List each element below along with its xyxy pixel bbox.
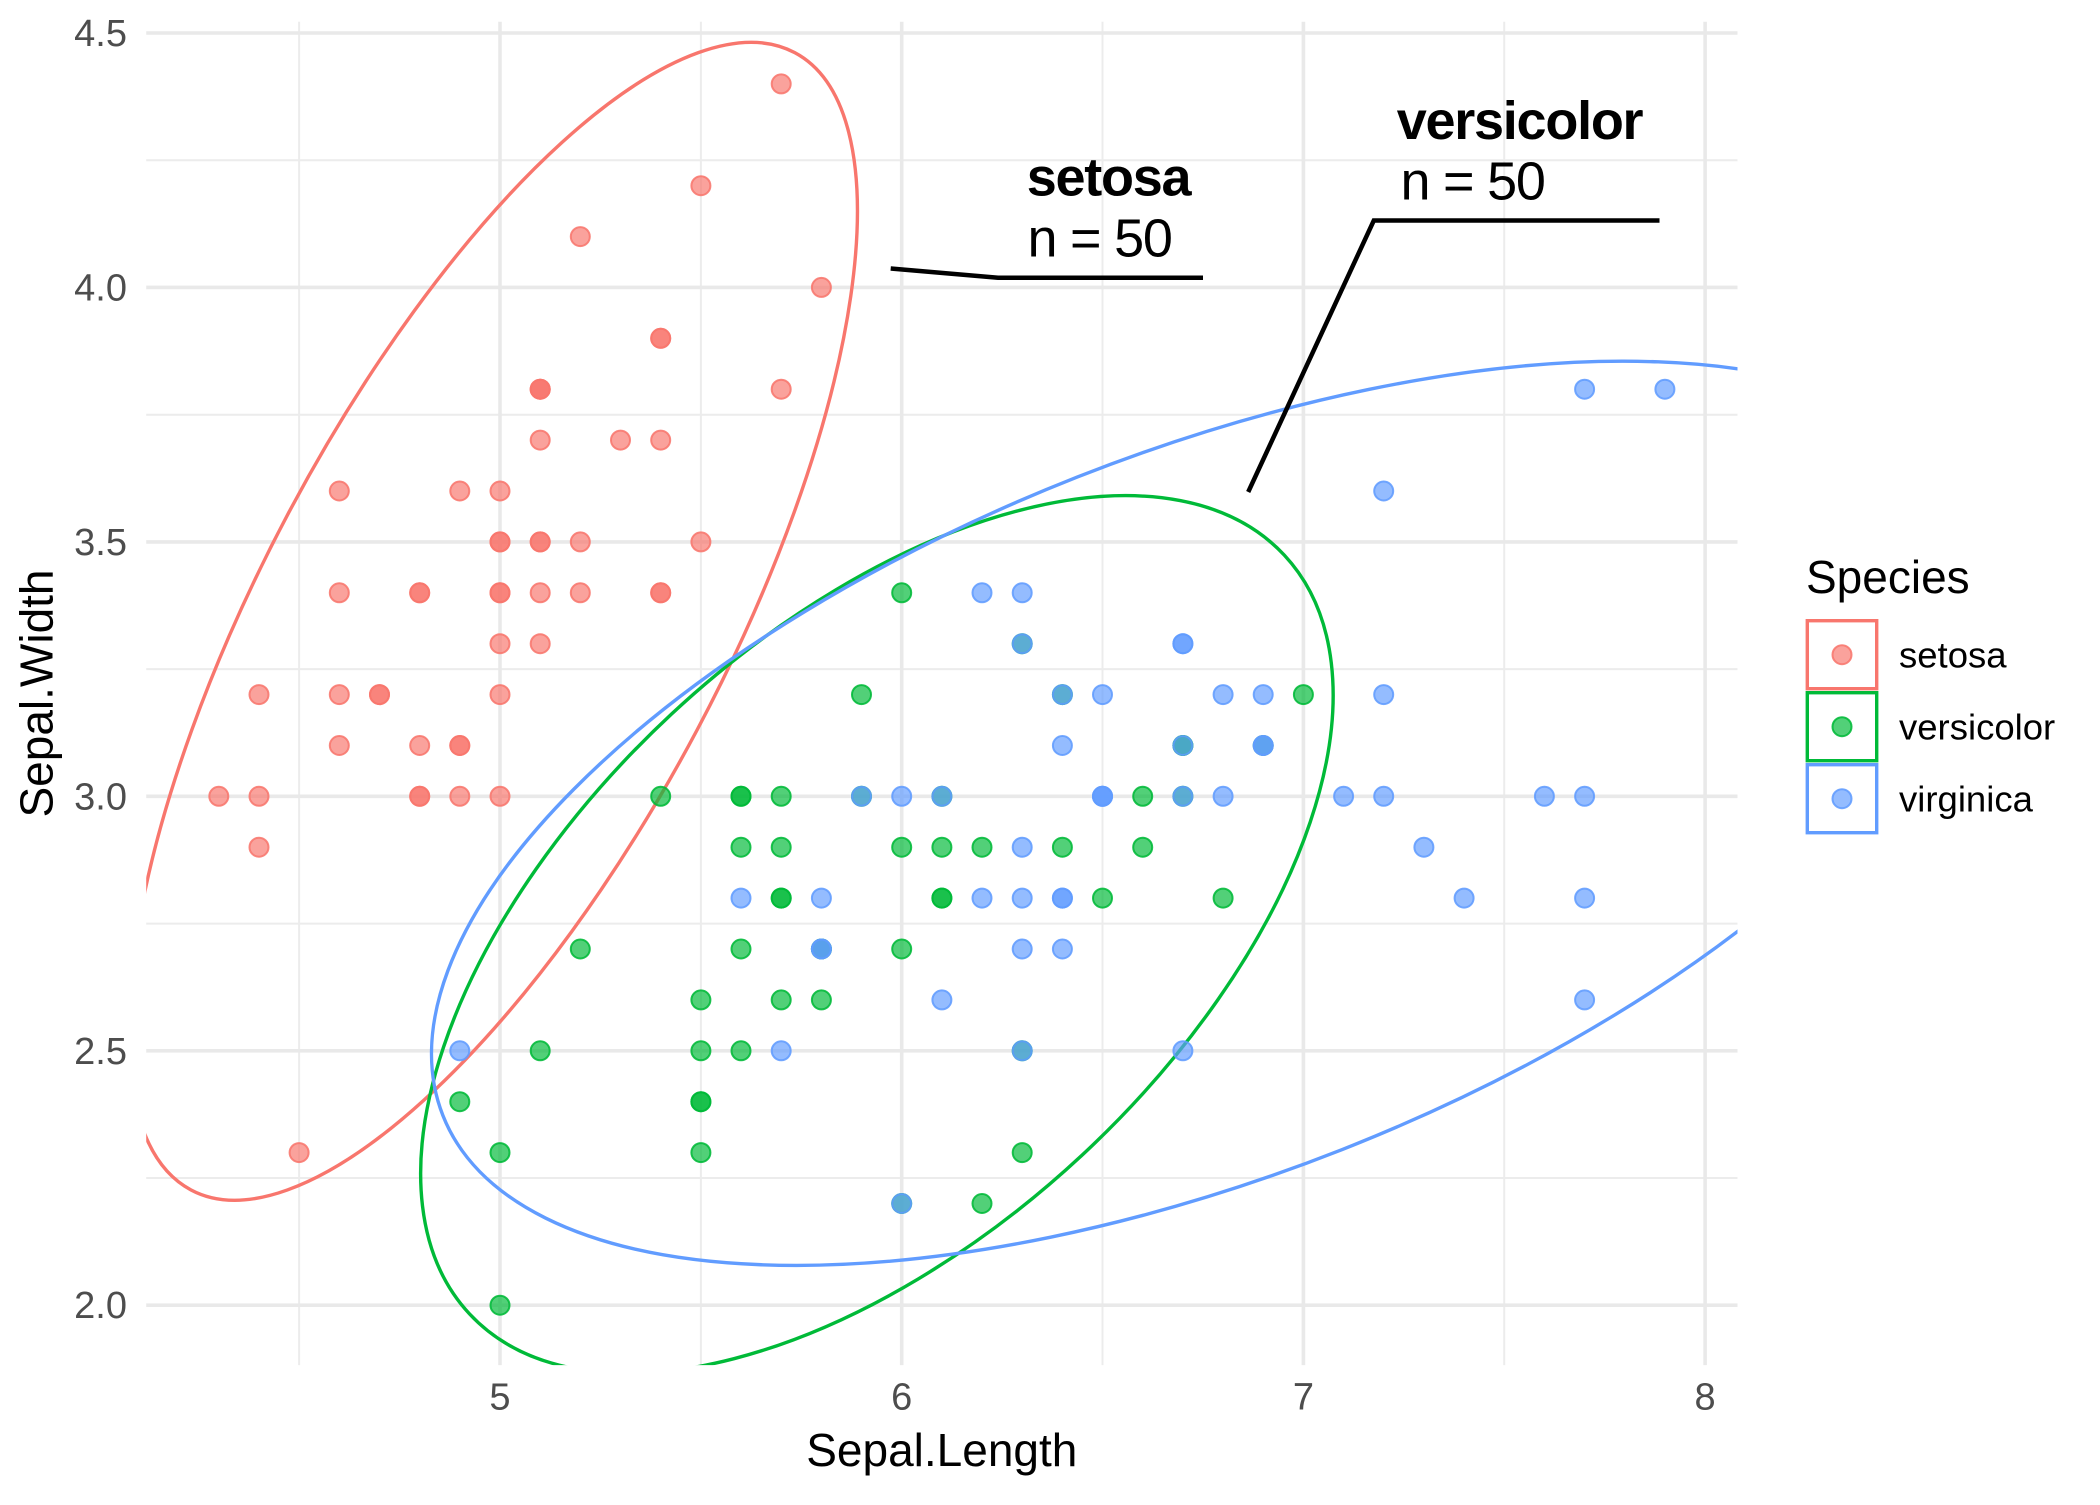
svg-text:Sepal.Width: Sepal.Width	[11, 569, 63, 817]
svg-text:setosa: setosa	[1027, 148, 1193, 208]
svg-text:virginica: virginica	[1899, 779, 2034, 820]
svg-text:Sepal.Length: Sepal.Length	[806, 1424, 1077, 1476]
svg-text:n = 50: n = 50	[1401, 152, 1545, 212]
svg-text:2.0: 2.0	[74, 1285, 127, 1327]
svg-text:6: 6	[891, 1377, 912, 1419]
svg-text:3.0: 3.0	[74, 776, 127, 818]
svg-text:8: 8	[1695, 1377, 1716, 1419]
svg-text:Species: Species	[1806, 551, 1970, 603]
svg-text:setosa: setosa	[1899, 635, 2007, 676]
svg-text:versicolor: versicolor	[1397, 91, 1644, 151]
svg-text:n = 50: n = 50	[1028, 209, 1172, 269]
svg-text:4.5: 4.5	[74, 13, 127, 55]
svg-text:3.5: 3.5	[74, 522, 127, 564]
svg-text:7: 7	[1293, 1377, 1314, 1419]
svg-text:2.5: 2.5	[74, 1031, 127, 1073]
svg-text:versicolor: versicolor	[1899, 707, 2055, 748]
svg-text:5: 5	[489, 1377, 510, 1419]
svg-text:4.0: 4.0	[74, 267, 127, 309]
